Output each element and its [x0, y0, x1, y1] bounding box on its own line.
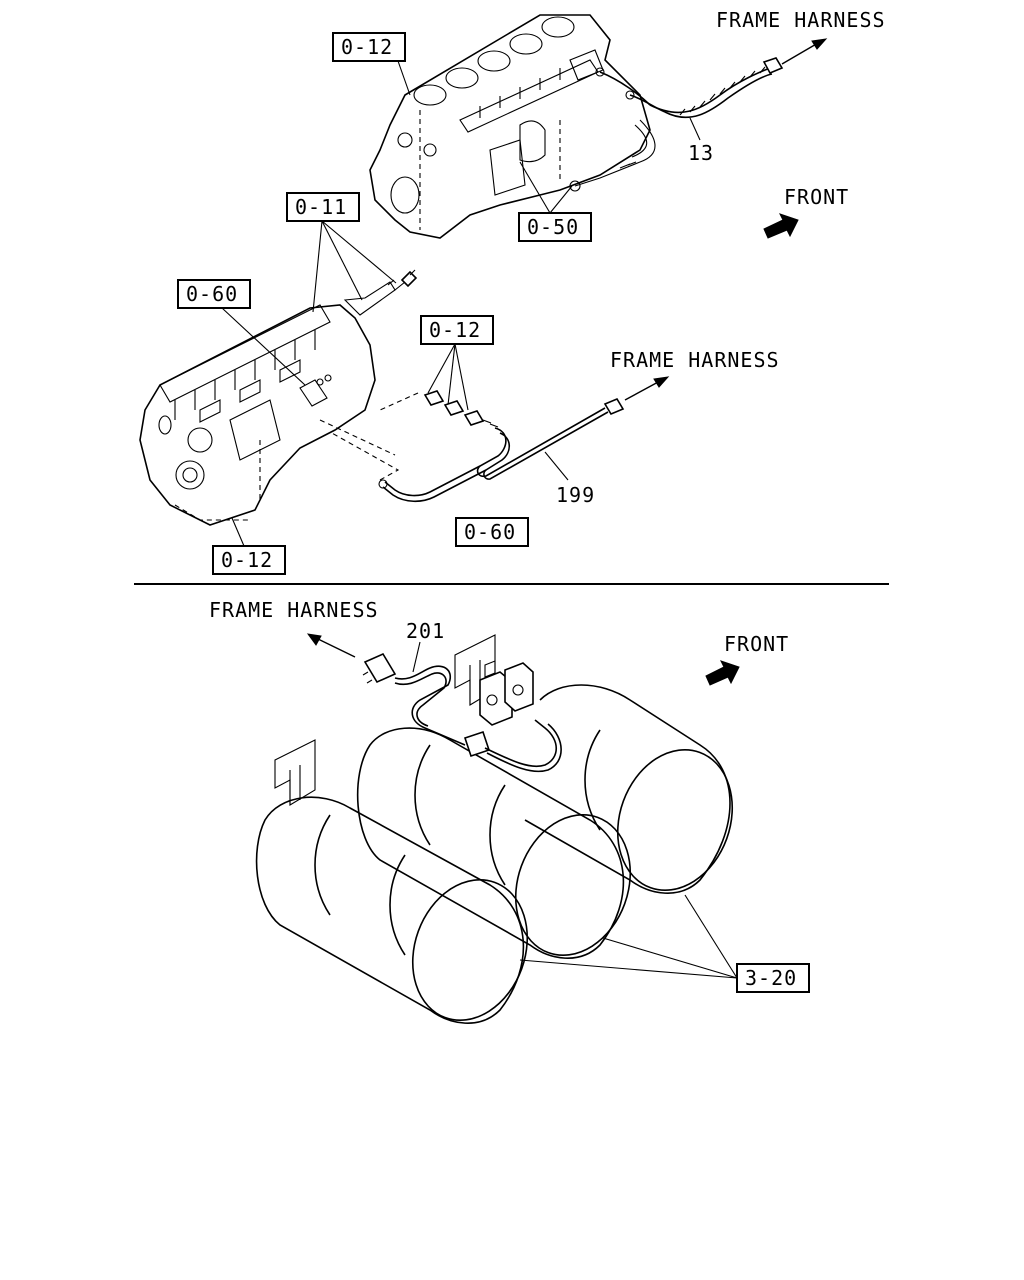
label-front-top: FRONT [784, 185, 849, 209]
harness-arrow-icon [624, 376, 670, 401]
harness-13 [569, 57, 784, 192]
ref-box-0-12-bottom [212, 545, 286, 575]
harness-arrow-icon [781, 38, 828, 65]
part-number-199: 199 [556, 483, 595, 507]
part-number-201: 201 [406, 619, 445, 643]
fuel-tank-front [255, 796, 529, 1024]
ref-label-0-12-top: 0-12 [341, 35, 393, 59]
label-front-bottom: FRONT [724, 632, 789, 656]
ref-label-0-11: 0-11 [295, 195, 347, 219]
ref-label-0-50: 0-50 [527, 215, 579, 239]
sensor-bracket [343, 269, 418, 316]
fuel-tank-middle [356, 727, 632, 959]
front-arrow-icon [705, 660, 740, 686]
fuel-tank-back [524, 684, 734, 894]
harness-201 [362, 652, 562, 773]
ref-box-0-50 [518, 212, 592, 242]
part-number-13: 13 [688, 141, 714, 165]
ref-box-0-11 [286, 192, 360, 222]
tank-brackets [274, 634, 496, 806]
ref-box-0-60-lower [455, 517, 529, 547]
label-frame-harness-top: FRAME HARNESS [716, 8, 886, 32]
front-arrow-icon [763, 213, 799, 239]
harness-arrow-icon [306, 633, 356, 658]
label-frame-harness-mid: FRAME HARNESS [610, 348, 780, 372]
label-frame-harness-bottom: FRAME HARNESS [209, 598, 379, 622]
tank-sensor-assembly [463, 660, 534, 758]
upper-engine-block [369, 14, 651, 239]
ref-label-0-60-upper: 0-60 [186, 282, 238, 306]
connector-201 [363, 652, 397, 684]
ref-box-0-12-mid [420, 315, 494, 345]
ref-box-0-60-upper [177, 279, 251, 309]
lower-engine-block [139, 304, 396, 526]
ref-label-0-60-lower: 0-60 [464, 520, 516, 544]
harness-199 [329, 390, 625, 503]
ref-label-0-12-mid: 0-12 [429, 318, 481, 342]
ref-box-3-20 [736, 963, 810, 993]
ref-label-3-20: 3-20 [745, 966, 797, 990]
ref-label-0-12-bottom: 0-12 [221, 548, 273, 572]
ref-box-0-12-top [332, 32, 406, 62]
